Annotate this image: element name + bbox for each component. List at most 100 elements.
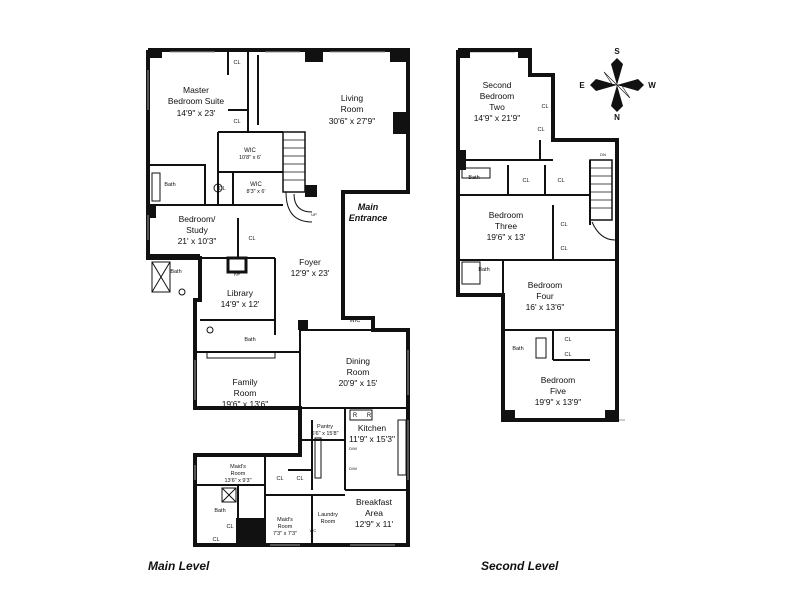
room-foyer-dimensions: 12'9" x 23' [291,268,330,278]
room-family-dimensions: 19'6" x 13'6" [222,399,269,409]
fireplace-label: F/P [234,272,241,277]
room-master-line: Bedroom Suite [168,96,224,106]
second-level-columns [458,48,617,422]
compass-north-label: N [614,113,620,122]
room-bedroom-study: Bedroom/ Study 21' x 10'3" [178,214,217,246]
small-labels: CL CL CL CL CL CL CL CL Bath Bath Bath B… [164,60,606,543]
second-level-walls [456,48,619,422]
room-bed2: Second Bedroom Two 14'9" x 21'9" [474,80,521,123]
room-bed4-line: Four [536,291,554,301]
room-family: Family Room 19'6" x 13'6" [222,377,269,409]
room-kitchen-line: Kitchen [358,423,387,433]
closet-label: CL [560,222,567,228]
room-master-dimensions: 14'9" x 23' [177,108,216,118]
room-bed5-line: Bedroom [541,375,576,385]
room-pantry: Pantry 6'6" x 15'8" [311,424,338,437]
compass-rose: S N E W [579,47,656,122]
closet-label: CL [522,178,529,184]
room-living: Living Room 30'6" x 27'9" [329,93,376,126]
room-bed2-line: Second [483,80,512,90]
room-bed2-dimensions: 14'9" x 21'9" [474,113,521,123]
room-library: Library 14'9" x 12' [221,288,260,309]
room-laundry-line: Room [321,519,336,525]
room-kitchen-dimensions: 11'9" x 15'3" [349,434,395,444]
room-foyer-line: Foyer [299,257,321,267]
room-wic-2: WIC 8'3" x 6' [246,182,265,195]
room-living-line: Room [341,104,364,114]
room-bed5-dimensions: 19'9" x 13'9" [535,397,582,407]
closet-label: CL [226,524,233,530]
room-breakfast-line: Breakfast [356,497,393,507]
wic-label: WIC [350,318,361,324]
room-library-dimensions: 14'9" x 12' [221,299,260,309]
room-breakfast-line: Area [365,508,383,518]
room-bed4-line: Bedroom [528,280,563,290]
room-master-line: Master [183,85,209,95]
room-master: Master Bedroom Suite 14'9" x 23' [168,85,224,118]
closet-label: CL [218,186,225,192]
room-maid-1: Maid's Room 13'6" x 9'3" [224,464,251,484]
room-bed2-line: Two [489,102,505,112]
stair-up-label: UP [311,212,317,217]
room-breakfast-dimensions: 12'9" x 11' [355,519,394,529]
room-bed2-line: Bedroom [480,91,515,101]
fireplace-label: F/P [398,122,405,127]
room-pantry-dimensions: 6'6" x 15'8" [311,431,338,437]
room-laundry: Laundry Room [318,512,338,525]
room-bed4: Bedroom Four 16' x 13'6" [526,280,565,312]
main-entrance-line: Entrance [349,213,388,223]
room-living-dimensions: 30'6" x 27'9" [329,116,376,126]
room-bed3-line: Three [495,221,517,231]
closet-label: CL [557,178,564,184]
room-pantry-line: Pantry [317,424,333,430]
room-maid-2-line: Maid's [277,517,293,523]
room-bed5: Bedroom Five 19'9" x 13'9" [535,375,582,407]
room-breakfast: Breakfast Area 12'9" x 11' [355,497,394,529]
fixtures [151,167,547,503]
room-foyer: Foyer 12'9" x 23' [291,257,330,278]
column-blocks [148,48,408,545]
dishwasher-label: D/W [349,466,357,471]
room-wic-2-line: WIC [250,182,262,188]
room-maid-1-line: Room [231,471,246,477]
room-dining: Dining Room 20'9" x 15' [339,356,378,388]
room-library-line: Library [227,288,254,298]
stair-down-label: DN [600,152,606,157]
closet-label: CL [537,127,544,133]
room-dining-line: Dining [346,356,370,366]
bath-label: Bath [244,337,255,343]
closet-label: CL [564,337,571,343]
main-entrance-line: Main [358,202,379,212]
second-level-caption: Second Level [481,559,559,573]
closet-label: CL [233,119,240,125]
main-level-caption: Main Level [148,559,210,573]
room-bed3-dimensions: 19'6" x 13' [487,232,526,242]
closet-label: CL [560,246,567,252]
bath-label: Bath [214,508,225,514]
room-family-line: Room [234,388,257,398]
room-dining-dimensions: 20'9" x 15' [339,378,378,388]
room-wic-1-dimensions: 10'8" x 6' [239,155,261,161]
dishwasher-label: D/W [349,446,357,451]
closet-label: CL [296,476,303,482]
compass-east-label: E [579,81,585,90]
closet-label: CL [248,236,255,242]
room-bed3: Bedroom Three 19'6" x 13' [487,210,526,242]
room-bedroom-study-dimensions: 21' x 10'3" [178,236,217,246]
bath-label: Bath [512,346,523,352]
closet-label: CL [276,476,283,482]
wc-label: WC [310,528,317,533]
room-wic-2-dimensions: 8'3" x 6' [246,189,265,195]
room-family-line: Family [232,377,258,387]
room-wic-1-line: WIC [244,148,256,154]
bath-label: Bath [478,267,489,273]
main-level-walls [146,48,410,547]
main-entrance-label: Main Entrance [349,202,388,223]
room-bedroom-study-line: Study [186,225,208,235]
room-laundry-line: Laundry [318,512,338,518]
compass-south-label: S [614,47,620,56]
refrigerator-label: R [353,413,358,419]
compass-west-label: W [648,81,656,90]
room-kitchen: Kitchen 11'9" x 15'3" [349,423,395,444]
